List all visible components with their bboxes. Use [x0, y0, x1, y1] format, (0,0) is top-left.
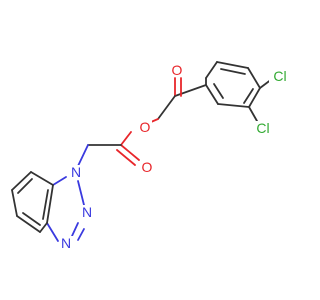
atom-label-o-ester: O: [140, 119, 151, 135]
bond-benzo-2: [11, 171, 32, 191]
atom-label-cl1: Cl: [273, 68, 286, 84]
atom-chlorine-2: Cl: [252, 120, 274, 136]
atom-nitrogen-3: N: [59, 235, 73, 251]
bond-n2-n3: [71, 222, 79, 237]
bond-ring-carbonyl: [174, 84, 207, 97]
bond-n2-n3-inner: [77, 228, 85, 241]
bond-ring-a-6: [205, 84, 219, 105]
bonds: [11, 61, 273, 242]
bond-n1-c: [52, 176, 67, 186]
bond-cl2: [248, 106, 258, 122]
bond-ring-a-1: [205, 61, 218, 79]
bond-ester-carbonyl-o-1: [120, 144, 140, 161]
bond-benzo-5: [39, 222, 48, 233]
bond-benzo-2-inner: [17, 178, 33, 194]
bond-ring-a-4-inner: [243, 88, 254, 104]
atom-ketone-oxygen: O: [170, 62, 184, 78]
bond-benzo-1: [30, 171, 54, 186]
bond-n3-c: [46, 222, 59, 242]
bond-ring-a-5: [217, 103, 250, 108]
bond-benzo-4: [16, 215, 41, 233]
bond-ch2-n1: [77, 144, 89, 167]
atom-ester-carbonyl-oxygen: O: [140, 159, 154, 175]
atom-label-n3: N: [61, 235, 71, 251]
bond-ester-o-carbonyl: [120, 131, 132, 146]
atom-label-o-carbonyl: O: [142, 159, 153, 175]
atom-nitrogen-1: N: [69, 164, 83, 180]
atom-chlorine-1: Cl: [269, 68, 291, 84]
atom-label-o-ketone: O: [172, 62, 183, 78]
bond-benzo-3: [11, 189, 18, 217]
bond-ring-a-2: [216, 61, 249, 69]
molecule-structure: O O O N N N Cl Cl: [11, 61, 291, 251]
bond-ring-a-3: [247, 67, 261, 89]
bond-ring-a-2-inner: [220, 68, 246, 75]
atom-label-n1: N: [71, 164, 81, 180]
atom-label-cl2: Cl: [256, 120, 269, 136]
atom-nitrogen-2: N: [80, 204, 94, 220]
atom-ester-oxygen: O: [138, 119, 152, 135]
bond-ester-carbonyl-o-2: [116, 149, 136, 166]
atom-label-n2: N: [82, 204, 92, 220]
bond-n1-n2: [77, 180, 85, 206]
bond-fusion: [46, 184, 54, 224]
bond-carbonyl-ch2: [157, 95, 176, 120]
bond-fusion-inner: [42, 189, 49, 220]
atom-labels: O O O N N N Cl Cl: [59, 62, 291, 251]
bond-benzo-4-inner: [22, 212, 41, 226]
bond-ring-a-4: [248, 87, 261, 108]
bond-ring-a-6-inner: [213, 83, 224, 99]
